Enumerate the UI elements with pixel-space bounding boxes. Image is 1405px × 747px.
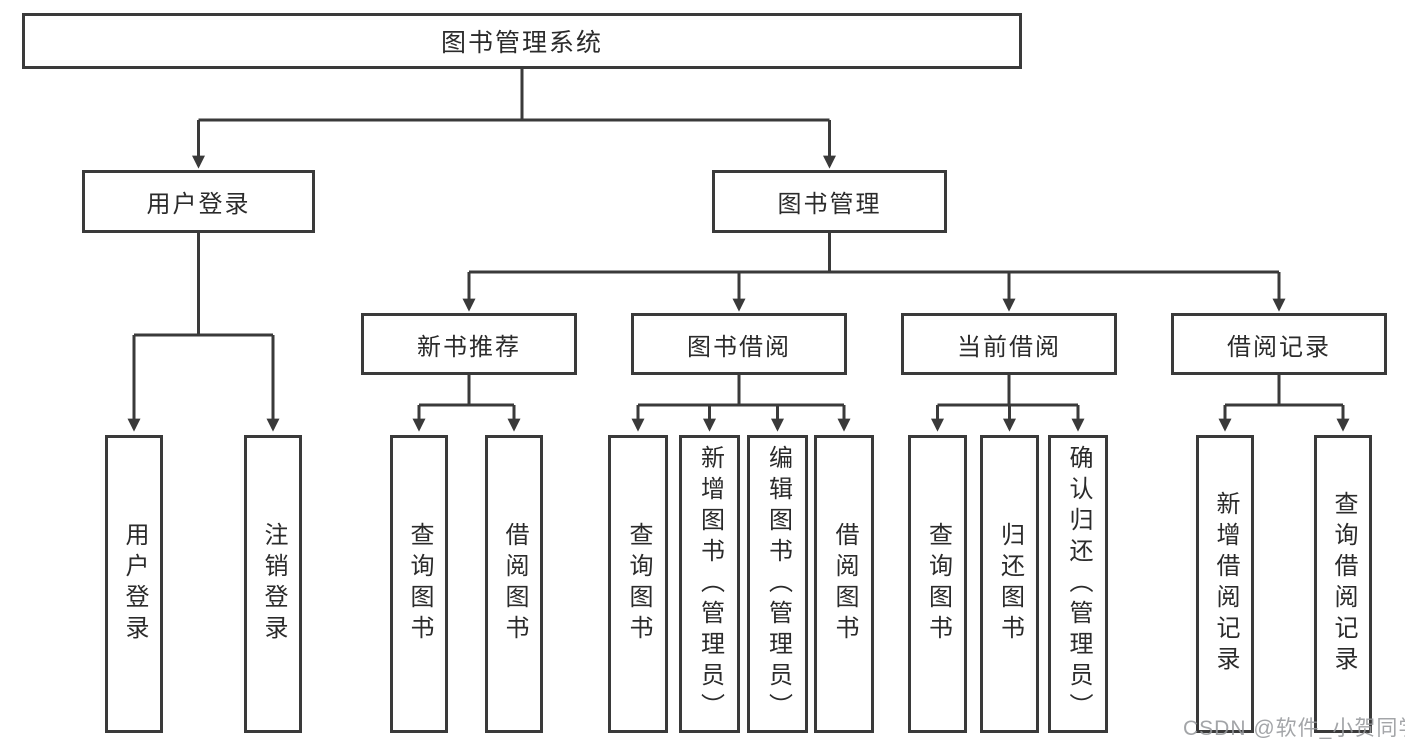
connector-book-management-fanout — [462, 233, 1286, 312]
node-label: 当前借阅 — [957, 333, 1061, 361]
node-logout-leaf: 注销登录 — [244, 435, 302, 733]
node-confirm-return-admin: 确认归还（管理员） — [1048, 435, 1108, 733]
node-borrow-records: 借阅记录 — [1171, 313, 1387, 375]
node-label: 查询图书 — [625, 522, 652, 646]
node-label: 新书推荐 — [417, 333, 521, 361]
node-user-login-branch: 用户登录 — [82, 170, 315, 233]
node-label: 图书管理系统 — [440, 29, 603, 57]
node-label: 查询图书 — [406, 522, 433, 646]
connector-root-fanout — [192, 69, 836, 169]
node-label: 编辑图书（管理员） — [764, 444, 792, 724]
node-edit-book-admin: 编辑图书（管理员） — [747, 435, 808, 733]
connector-borrow-record-fanout — [1218, 375, 1350, 432]
connector-user-login-fanout — [127, 233, 280, 432]
csdn-watermark: CSDN @软件_小贺同学 — [1183, 717, 1405, 740]
node-return-book: 归还图书 — [980, 435, 1039, 733]
node-label: 查询借阅记录 — [1330, 491, 1357, 677]
node-book-management-branch: 图书管理 — [712, 170, 947, 233]
node-borrow-books-leaf: 借阅图书 — [814, 435, 874, 733]
node-label: 新增图书（管理员） — [696, 444, 724, 724]
node-label: 用户登录 — [146, 191, 251, 218]
connector-book-borrow-fanout — [631, 375, 851, 432]
node-label: 借阅图书 — [501, 522, 528, 646]
node-label: 用户登录 — [121, 522, 148, 646]
node-label: 新增借阅记录 — [1212, 491, 1239, 677]
node-query-books-borrow: 查询图书 — [608, 435, 668, 733]
node-label: 借阅记录 — [1227, 333, 1331, 361]
node-new-book-recommend: 新书推荐 — [361, 313, 577, 375]
node-add-book-admin: 新增图书（管理员） — [679, 435, 740, 733]
node-label: 确认归还（管理员） — [1065, 444, 1092, 724]
node-label: 图书借阅 — [687, 333, 791, 361]
node-query-books-current: 查询图书 — [908, 435, 967, 733]
node-library-management-system: 图书管理系统 — [22, 13, 1022, 69]
node-query-borrow-record: 查询借阅记录 — [1314, 435, 1372, 733]
connector-new-book-fanout — [412, 375, 521, 432]
node-label: 查询图书 — [924, 522, 952, 646]
node-borrow-books-recommend: 借阅图书 — [485, 435, 543, 733]
node-label: 图书管理 — [777, 191, 882, 218]
node-label: 归还图书 — [996, 522, 1024, 646]
node-add-borrow-record: 新增借阅记录 — [1196, 435, 1254, 733]
node-current-borrow: 当前借阅 — [901, 313, 1117, 375]
node-query-books-recommend: 查询图书 — [390, 435, 448, 733]
connector-current-borrow-fanout — [931, 375, 1085, 432]
node-label: 借阅图书 — [831, 522, 858, 646]
node-book-borrow: 图书借阅 — [631, 313, 847, 375]
node-label: 注销登录 — [260, 522, 287, 646]
node-login-leaf: 用户登录 — [105, 435, 163, 733]
